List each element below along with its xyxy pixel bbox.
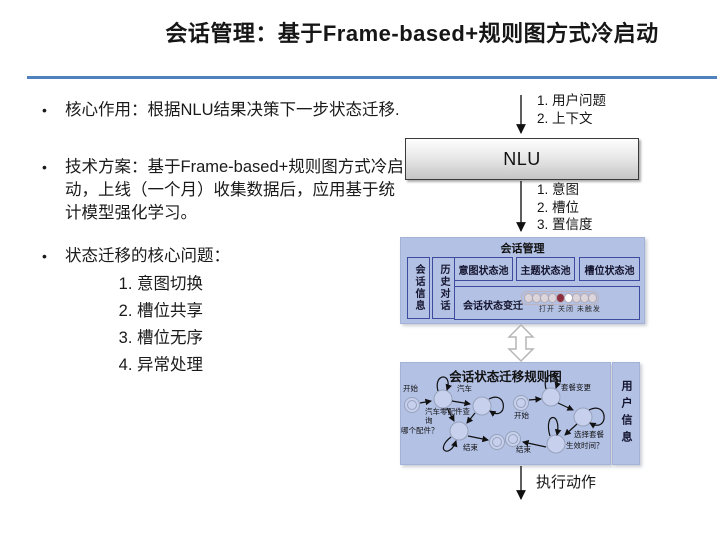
output-label-intent: 1. 意图: [537, 182, 580, 197]
state-dot-untriggered: [588, 293, 597, 303]
slot-state-pool-box: 槽位状态池: [579, 257, 640, 281]
double-arrow-session-rule: [507, 323, 535, 363]
session-management-title: 会话管理: [500, 243, 545, 255]
user-info-strip: 用户信息: [612, 362, 640, 465]
session-management-box: 会话管理 会话信息 历史对话 意图状态池 主题状态池 槽位状态池 会话状态变迁 …: [400, 237, 645, 324]
state-dot-row: [521, 291, 599, 305]
numbered-item: 异常处理: [137, 353, 410, 378]
page-title: 会话管理：基于Frame-based+规则图方式冷启动: [165, 21, 659, 46]
bullet-list: 核心作用：根据NLU结果决策下一步状态迁移. 技术方案：基于Frame-base…: [38, 99, 410, 380]
bullet-core-problems-head: 状态迁移的核心问题：: [65, 247, 230, 265]
problems-numbered-list: 意图切换 槽位共享 槽位无序 异常处理: [65, 272, 410, 378]
numbered-item: 槽位无序: [137, 326, 410, 351]
topic-state-pool-box: 主题状态池: [516, 257, 575, 281]
user-info-label: 用户信息: [620, 379, 632, 448]
state-transition-label: 会话状态变迁: [463, 301, 523, 312]
nlu-input-labels: 1. 用户问题 2. 上下文: [537, 92, 606, 127]
numbered-item: 意图切换: [137, 272, 410, 297]
input-label-user-question: 1. 用户问题: [537, 93, 607, 108]
session-info-label: 会话信息: [413, 264, 424, 312]
bullet-core-role: 核心作用：根据NLU结果决策下一步状态迁移.: [38, 99, 410, 122]
nlu-output-labels: 1. 意图 2. 槽位 3. 置信度: [537, 181, 593, 234]
bullet-tech-plan: 技术方案：基于Frame-based+规则图方式冷启动，上线（一个月）收集数据后…: [38, 156, 410, 225]
title-divider: [27, 76, 717, 79]
output-label-confidence: 3. 置信度: [537, 217, 593, 232]
history-dialog-column: 历史对话: [432, 257, 455, 319]
rule-graph-title: 会话状态迁移规则图: [449, 370, 562, 384]
rule-graph-box: 会话状态迁移规则图: [400, 362, 611, 465]
numbered-item: 槽位共享: [137, 299, 410, 324]
state-transition-box: 会话状态变迁 打开 关闭 未触发: [454, 286, 640, 320]
bullet-core-problems: 状态迁移的核心问题： 意图切换 槽位共享 槽位无序 异常处理: [38, 245, 410, 378]
execute-action-label: 执行动作: [536, 474, 597, 491]
history-dialog-label: 历史对话: [438, 264, 449, 312]
nlu-box: NLU: [405, 138, 639, 180]
session-info-column: 会话信息: [407, 257, 430, 319]
output-label-slot: 2. 槽位: [537, 199, 580, 215]
intent-state-pool-box: 意图状态池: [454, 257, 513, 281]
input-label-context: 2. 上下文: [537, 110, 593, 126]
state-dot-legend: 打开 关闭 未触发: [539, 306, 601, 313]
